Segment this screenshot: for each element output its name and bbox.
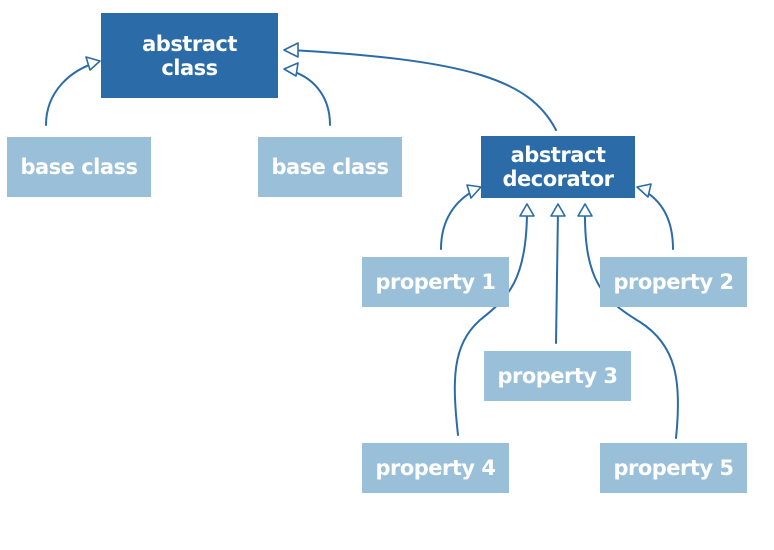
- abstract-class-label: abstract class: [142, 31, 237, 80]
- edge-property-4-to-abstract-decorator: [453, 209, 528, 436]
- edge-base-class-1-to-abstract-class: [45, 61, 99, 126]
- base-class-node-middle: base class: [258, 137, 402, 197]
- arrowhead-property-2: [636, 183, 652, 198]
- base-class-left-label: base class: [20, 155, 138, 179]
- edge-property-3-to-abstract-decorator: [555, 209, 559, 344]
- base-class-node-left: base class: [7, 137, 151, 197]
- edge-base-class-2-to-abstract-class: [287, 69, 331, 126]
- property-2-label: property 2: [613, 270, 734, 294]
- arrowhead-abstract-decorator: [283, 42, 299, 58]
- property-5-label: property 5: [613, 456, 734, 480]
- abstract-decorator-node: abstract decorator: [481, 136, 635, 198]
- arrowhead-property-4: [519, 203, 535, 217]
- arrowhead-property-5: [577, 203, 593, 217]
- property-4-node: property 4: [362, 443, 509, 493]
- arrowhead-property-3: [550, 203, 566, 217]
- property-4-label: property 4: [375, 456, 496, 480]
- edge-abstract-decorator-to-abstract-class: [289, 49, 557, 131]
- arrowhead-base-class-2: [283, 62, 299, 77]
- property-5-node: property 5: [600, 443, 747, 493]
- property-3-node: property 3: [484, 351, 631, 401]
- arrowhead-base-class-1: [85, 56, 101, 71]
- edge-property-2-to-abstract-decorator: [640, 188, 674, 250]
- abstract-decorator-label: abstract decorator: [502, 143, 615, 191]
- property-1-label: property 1: [375, 270, 496, 294]
- edge-property-1-to-abstract-decorator: [440, 188, 478, 250]
- arrowhead-property-1: [466, 184, 482, 199]
- property-2-node: property 2: [600, 257, 747, 307]
- abstract-class-node: abstract class: [101, 13, 278, 98]
- property-3-label: property 3: [497, 364, 618, 388]
- edge-property-5-to-abstract-decorator: [583, 209, 679, 439]
- property-1-node: property 1: [362, 257, 509, 307]
- base-class-middle-label: base class: [271, 155, 389, 179]
